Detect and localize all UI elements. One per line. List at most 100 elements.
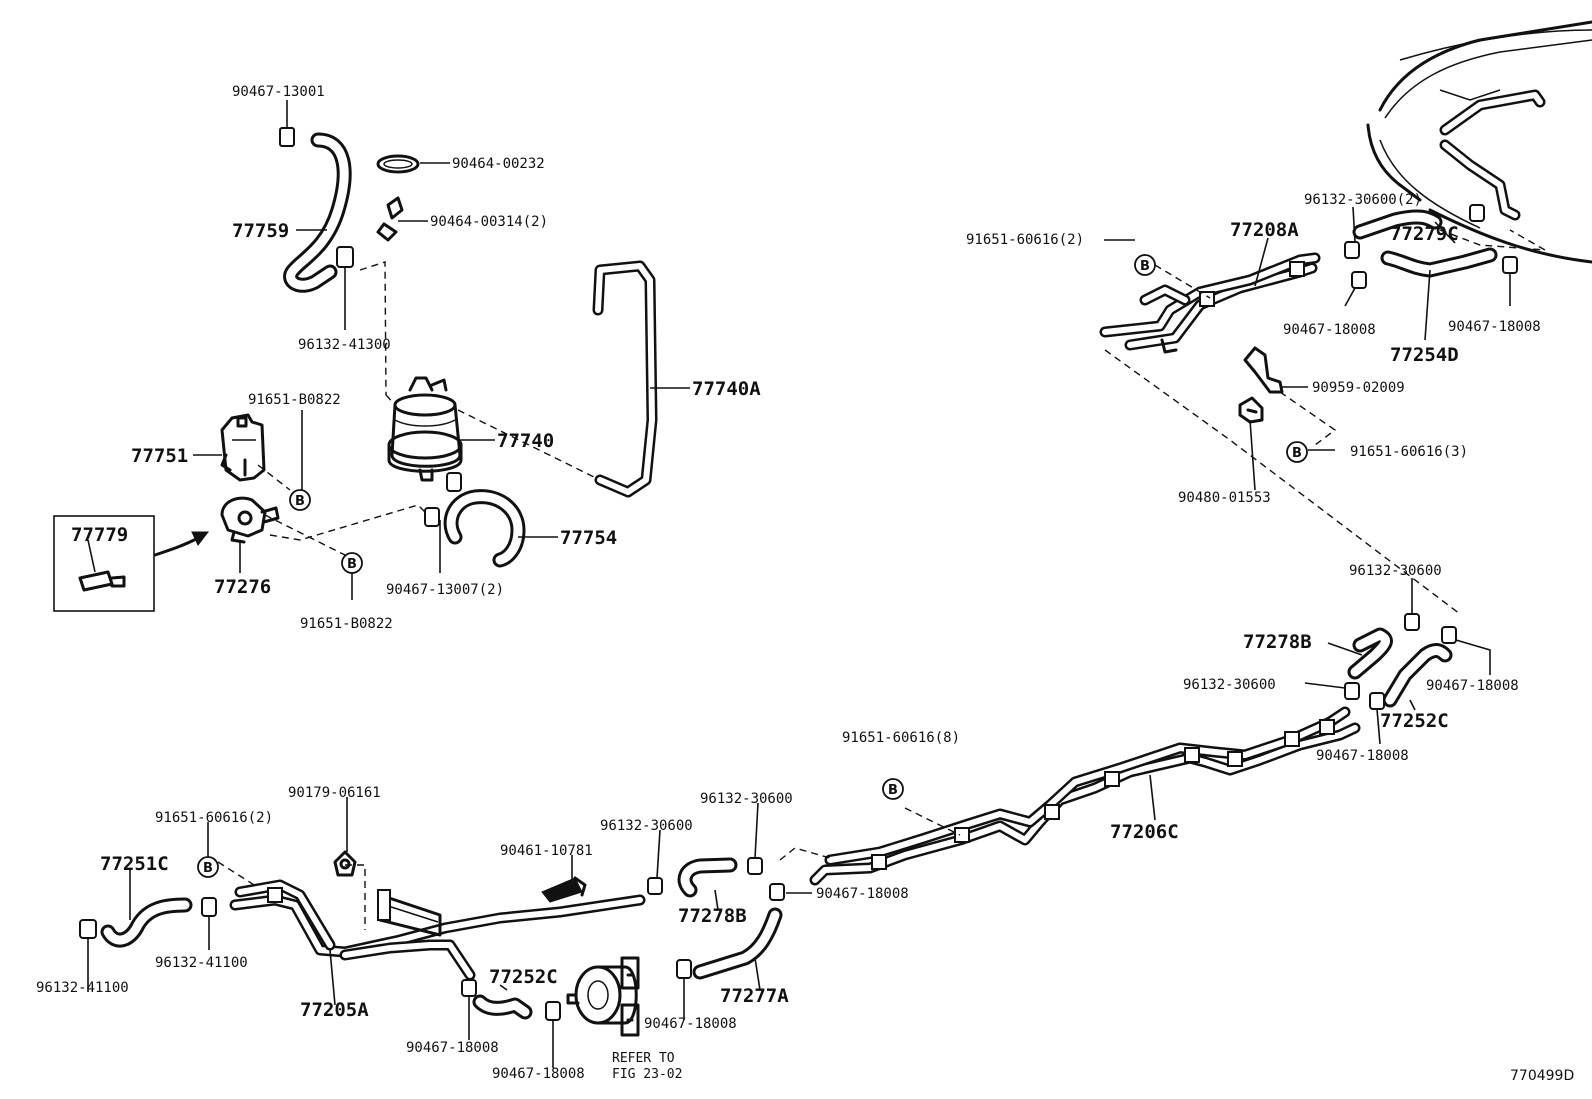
part-label-77759: 77759 [232,220,289,242]
hose-77252C [1382,643,1453,708]
part-label-77278B: 77278B [1243,631,1312,653]
part-label-96132-30600: 96132-30600 [600,818,693,834]
part-label-90464-00232: 90464-00232 [452,156,545,172]
clip-90467-18008 [676,959,692,979]
part-label-77277A: 77277A [720,985,789,1007]
pipe-77208A [1099,252,1321,354]
bracket-77751 [220,413,266,482]
part-label-90467-18008: 90467-18008 [1316,748,1409,764]
dash-line [359,261,387,396]
inset-box-77779 [53,515,155,612]
part-label-91651-60616: 91651-60616(8) [842,730,960,746]
part-label-77251C: 77251C [100,853,169,875]
clip-90467-18008 [1502,256,1518,274]
svg-text:B: B [888,783,898,798]
svg-text:B: B [1140,259,1150,274]
reference-note: REFER TO [612,1051,675,1066]
part-label-90467-18008: 90467-18008 [816,886,909,902]
hose-77754 [443,489,526,568]
hose-77277A [692,907,783,980]
part-label-91651-B0822: 91651-B0822 [300,616,393,632]
part-label-90467-13001: 90467-13001 [232,84,325,100]
part-label-96132-30600: 96132-30600 [700,791,793,807]
hose-77254D [1380,247,1498,278]
grommet-90461-10781 [541,876,587,903]
part-label-91651-60616: 91651-60616(3) [1350,444,1468,460]
dash-line [904,807,961,836]
part-label-90467-18008: 90467-18008 [1448,319,1541,335]
hose-77759 [283,132,352,293]
svg-text:B: B [203,861,213,876]
part-label-77206C: 77206C [1110,821,1179,843]
part-label-90959-02009: 90959-02009 [1312,380,1405,396]
part-label-77252C: 77252C [489,966,558,988]
part-label-90480-01553: 90480-01553 [1178,490,1271,506]
pipe-77205A [229,879,646,981]
part-label-77751: 77751 [131,445,188,467]
part-label-77279C: 77279C [1390,223,1459,245]
clip-96132-41100 [79,919,97,939]
fuel-tank-outline [1366,20,1592,264]
reference-note: FIG 23-02 [612,1067,682,1082]
part-label-90467-18008: 90467-18008 [1283,322,1376,338]
dash-line [385,394,396,406]
part-label-77740A: 77740A [692,378,761,400]
part-label-90467-18008: 90467-18008 [492,1066,585,1082]
valve-77276 [220,496,280,544]
part-label-77278B: 77278B [678,905,747,927]
diagram-code: 770499D [1510,1068,1574,1084]
part-label-90464-00314: 90464-00314(2) [430,214,548,230]
leader-lines [87,100,1511,1068]
dash-line [1154,264,1211,299]
part-label-90461-10781: 90461-10781 [500,843,593,859]
hose-77740A [592,260,658,498]
clip-90467-18008 [461,979,477,997]
part-label-91651-B0822: 91651-B0822 [248,392,341,408]
dash-line [1279,391,1337,446]
part-label-91651-60616: 91651-60616(2) [966,232,1084,248]
hose-77252C [472,994,533,1020]
part-label-90467-18008: 90467-18008 [1426,678,1519,694]
clip-96132-30600 [1344,682,1360,700]
canister-77740 [387,376,463,482]
part-label-91651-60616: 91651-60616(2) [155,810,273,826]
clip-96132-30600 [1469,204,1485,222]
part-label-77208A: 77208A [1230,219,1299,241]
clip-90467-13007 [446,472,462,492]
dash-line [345,864,366,930]
part-label-96132-30600: 96132-30600 [1349,563,1442,579]
part-label-90467-18008: 90467-18008 [406,1040,499,1056]
clamp-90464-00232 [376,154,420,174]
clamp-90480-01553 [1238,396,1264,424]
clip-96132-30600 [1404,613,1420,631]
clamp-90464-00314 [376,196,404,242]
clip-90467-13007 [424,507,440,527]
svg-text:B: B [295,494,305,509]
bolt-b-symbol: B [1286,441,1308,463]
clip-90467-18008 [1351,271,1367,289]
part-label-96132-41100: 96132-41100 [36,980,129,996]
part-label-77779: 77779 [71,524,128,546]
part-label-90467-13007: 90467-13007(2) [386,582,504,598]
clip-90467-18008 [769,883,785,901]
clip-96132-41300 [336,246,354,268]
fuel-filter [566,956,640,1037]
clip-96132-30600 [1344,241,1360,259]
part-label-90179-06161: 90179-06161 [288,785,381,801]
clip-96132-41100 [201,897,217,917]
pipe-77206C [809,706,1361,886]
clip-90467-18008 [1369,692,1385,710]
hose-77278B [677,857,738,898]
part-77779 [78,570,126,592]
dash-line [217,861,263,891]
part-label-96132-41300: 96132-41300 [298,337,391,353]
part-label-77205A: 77205A [300,999,369,1021]
part-label-77740: 77740 [497,430,554,452]
bracket-90959-02009 [1243,346,1284,394]
clip-90467-18008 [545,1001,561,1021]
part-label-96132-41100: 96132-41100 [155,955,248,971]
dash-line [1104,349,1461,615]
part-label-77254D: 77254D [1390,344,1459,366]
clip-90467-13001 [279,127,295,147]
